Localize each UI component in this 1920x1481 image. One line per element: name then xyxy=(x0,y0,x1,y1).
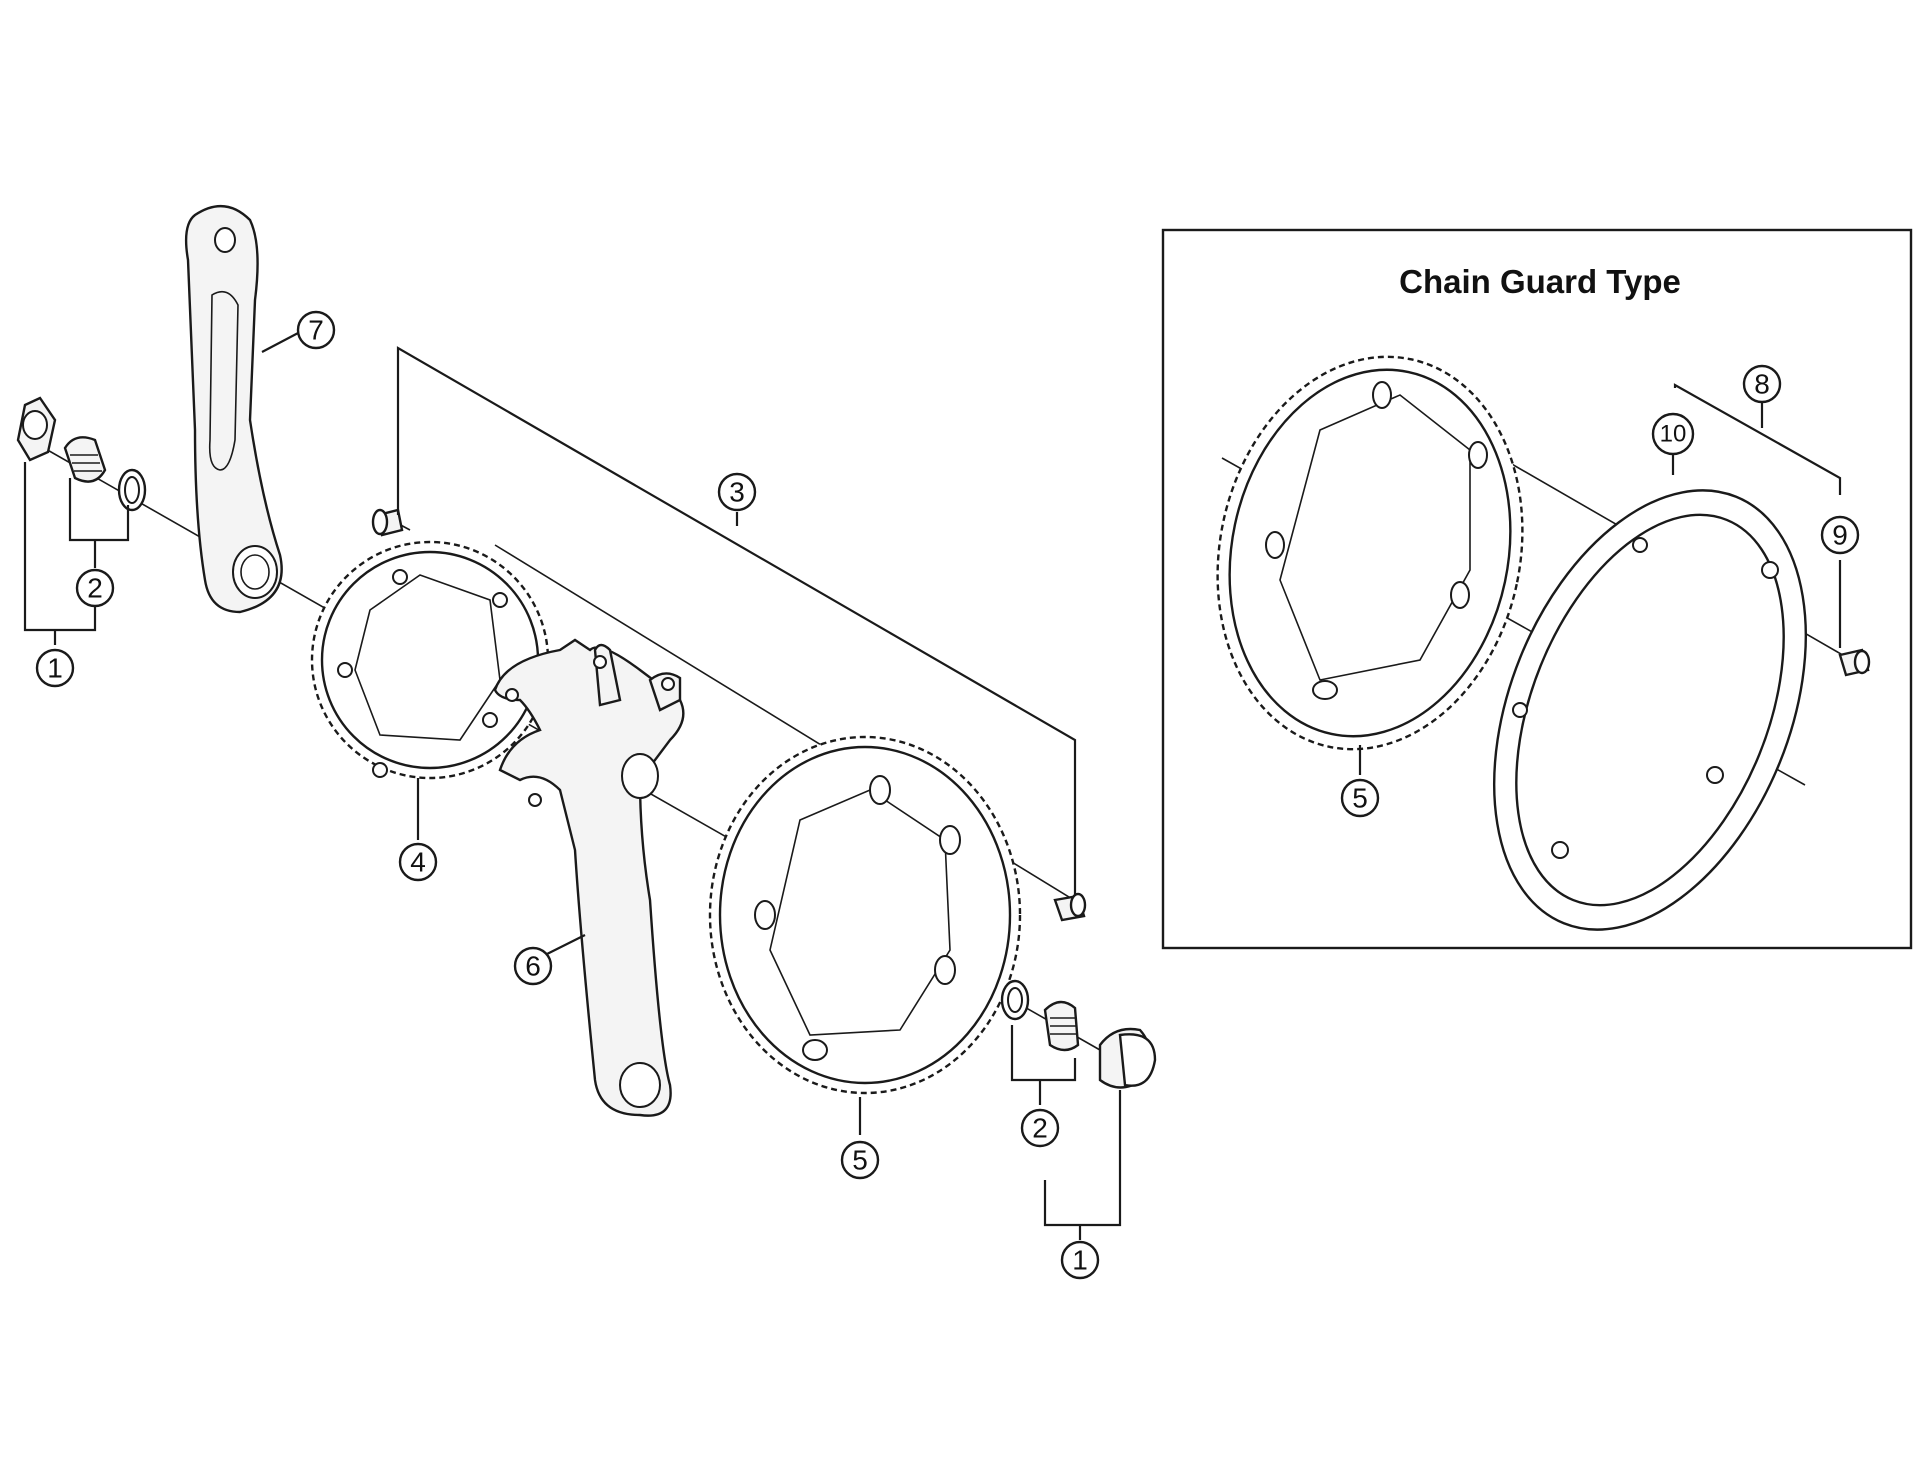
svg-text:8: 8 xyxy=(1754,369,1770,400)
inset-chainring xyxy=(1216,355,1524,751)
right-crank-arm xyxy=(493,638,685,1117)
leader-lines-center xyxy=(396,346,1077,1135)
svg-text:3: 3 xyxy=(729,477,745,508)
callout-4: 4 xyxy=(398,842,438,882)
svg-text:5: 5 xyxy=(1352,783,1368,814)
chainring-bolt-left xyxy=(371,508,404,537)
svg-text:2: 2 xyxy=(87,573,103,604)
inset-title: Chain Guard Type xyxy=(1399,263,1681,300)
chainring-bolt-right xyxy=(1053,892,1087,922)
inner-chainring xyxy=(310,540,550,780)
chain-guard-bolt xyxy=(1838,648,1871,677)
callout-1-right: 1 xyxy=(1060,1240,1100,1280)
leader-lines-right xyxy=(1010,1025,1122,1240)
callout-10: 10 xyxy=(1651,412,1695,456)
svg-text:1: 1 xyxy=(1072,1245,1088,1276)
callout-2-right: 2 xyxy=(1020,1108,1060,1148)
svg-text:4: 4 xyxy=(410,847,426,878)
callout-8: 8 xyxy=(1742,364,1782,404)
callout-5: 5 xyxy=(840,1140,880,1180)
svg-text:2: 2 xyxy=(1032,1113,1048,1144)
outer-chainring xyxy=(708,735,1022,1095)
leader-lines-left xyxy=(23,331,301,645)
callout-6: 6 xyxy=(513,946,553,986)
callout-7: 7 xyxy=(296,310,336,350)
svg-text:6: 6 xyxy=(525,951,541,982)
callout-5-inset: 5 xyxy=(1340,778,1380,818)
svg-text:10: 10 xyxy=(1660,421,1687,448)
svg-text:1: 1 xyxy=(47,653,63,684)
right-bolt-assembly xyxy=(1000,979,1157,1089)
svg-text:7: 7 xyxy=(308,315,324,346)
callout-1-left: 1 xyxy=(35,648,75,688)
callout-3: 3 xyxy=(717,472,757,512)
chain-guard-inset: Chain Guard Type xyxy=(1161,228,1913,950)
chain-guard-ring xyxy=(1493,489,1807,931)
left-crank-arm xyxy=(184,204,283,614)
svg-text:9: 9 xyxy=(1832,520,1848,551)
callout-9: 9 xyxy=(1820,515,1860,555)
left-bolt-assembly xyxy=(16,396,147,512)
callout-2-left: 2 xyxy=(75,568,115,608)
svg-text:5: 5 xyxy=(852,1145,868,1176)
